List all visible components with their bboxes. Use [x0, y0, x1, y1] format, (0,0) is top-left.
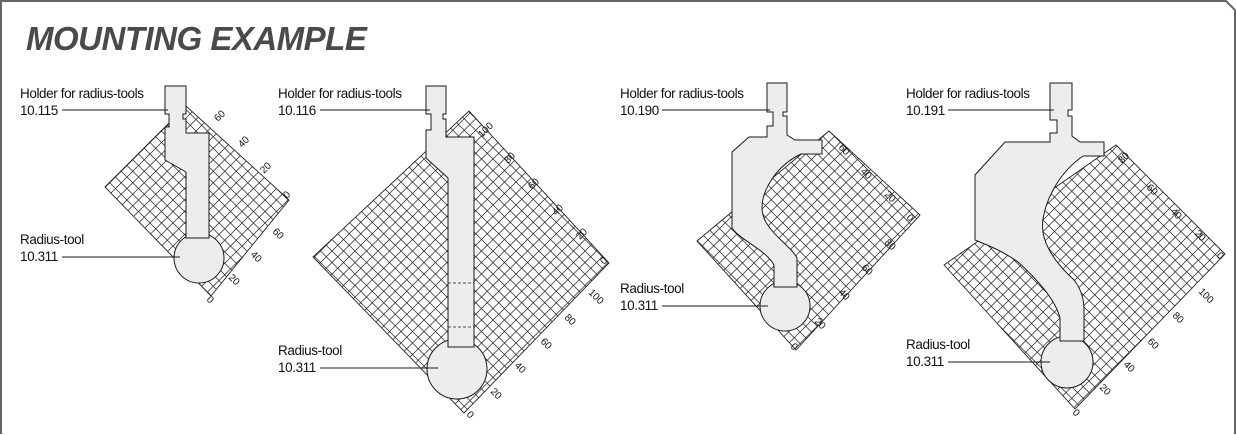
- tick-label: 40: [248, 249, 264, 265]
- tool-label: Radius-tool: [906, 337, 970, 352]
- holder-label: Holder for radius-tools: [620, 86, 744, 101]
- tool-code: 10.311: [278, 360, 316, 375]
- radius-tool-shape: [426, 338, 488, 400]
- tool-label: Radius-tool: [620, 281, 684, 296]
- tick-label: 20: [1097, 382, 1113, 398]
- holder-tool-shape: [974, 82, 1105, 342]
- tick-label: 0: [598, 255, 610, 267]
- page-title: MOUNTING EXAMPLE: [26, 20, 367, 57]
- radius-tool-shape: [173, 232, 225, 284]
- holder-label: Holder for radius-tools: [278, 86, 402, 101]
- holder-tool-shape: [731, 82, 823, 288]
- tick-label: 0: [281, 189, 293, 201]
- tick-label: 40: [512, 360, 528, 376]
- tick-label: 60: [1144, 182, 1160, 198]
- tool-code: 10.311: [906, 354, 944, 369]
- tick-label: 60: [859, 262, 875, 278]
- tool-label: Radius-tool: [20, 232, 84, 247]
- tick-label: 0: [1070, 407, 1082, 419]
- holder-code: 10.191: [906, 103, 945, 118]
- holder-tool-shape: [164, 85, 210, 239]
- tick-label: 100: [1196, 286, 1216, 306]
- tick-label: 40: [236, 134, 252, 150]
- tick-label: 0: [204, 294, 216, 306]
- tick-label: 60: [538, 336, 554, 352]
- tick-label: 20: [488, 386, 504, 402]
- upper-scale: 60 40 20 0: [212, 108, 293, 201]
- tool-label: Radius-tool: [278, 343, 342, 358]
- tick-label: 60: [212, 108, 228, 124]
- tick-label: 60: [526, 176, 542, 192]
- holder-code: 10.190: [620, 103, 659, 118]
- tick-label: 40: [550, 202, 566, 218]
- tool-code: 10.311: [20, 249, 58, 264]
- lower-scale: 100 80 60 40 20 0: [464, 287, 606, 421]
- tick-label: 40: [1121, 359, 1137, 375]
- tick-label: 80: [1116, 150, 1132, 166]
- tick-label: 100: [586, 287, 606, 307]
- holder-label: Holder for radius-tools: [20, 86, 144, 101]
- holder-label: Holder for radius-tools: [906, 86, 1030, 101]
- grid-diamond: [943, 144, 1226, 410]
- holder-code: 10.115: [20, 103, 58, 118]
- tool-code: 10.311: [620, 298, 658, 313]
- tick-label: 80: [1170, 310, 1186, 326]
- tick-label: 0: [1214, 250, 1226, 262]
- grid-diamond: [104, 105, 290, 297]
- tick-label: 80: [882, 237, 898, 253]
- tick-label: 80: [502, 150, 518, 166]
- holder-code: 10.116: [278, 103, 316, 118]
- tick-label: 60: [1145, 336, 1161, 352]
- holder-tool-shape: [425, 85, 475, 348]
- tick-label: 60: [270, 226, 286, 242]
- tick-label: 80: [562, 312, 578, 328]
